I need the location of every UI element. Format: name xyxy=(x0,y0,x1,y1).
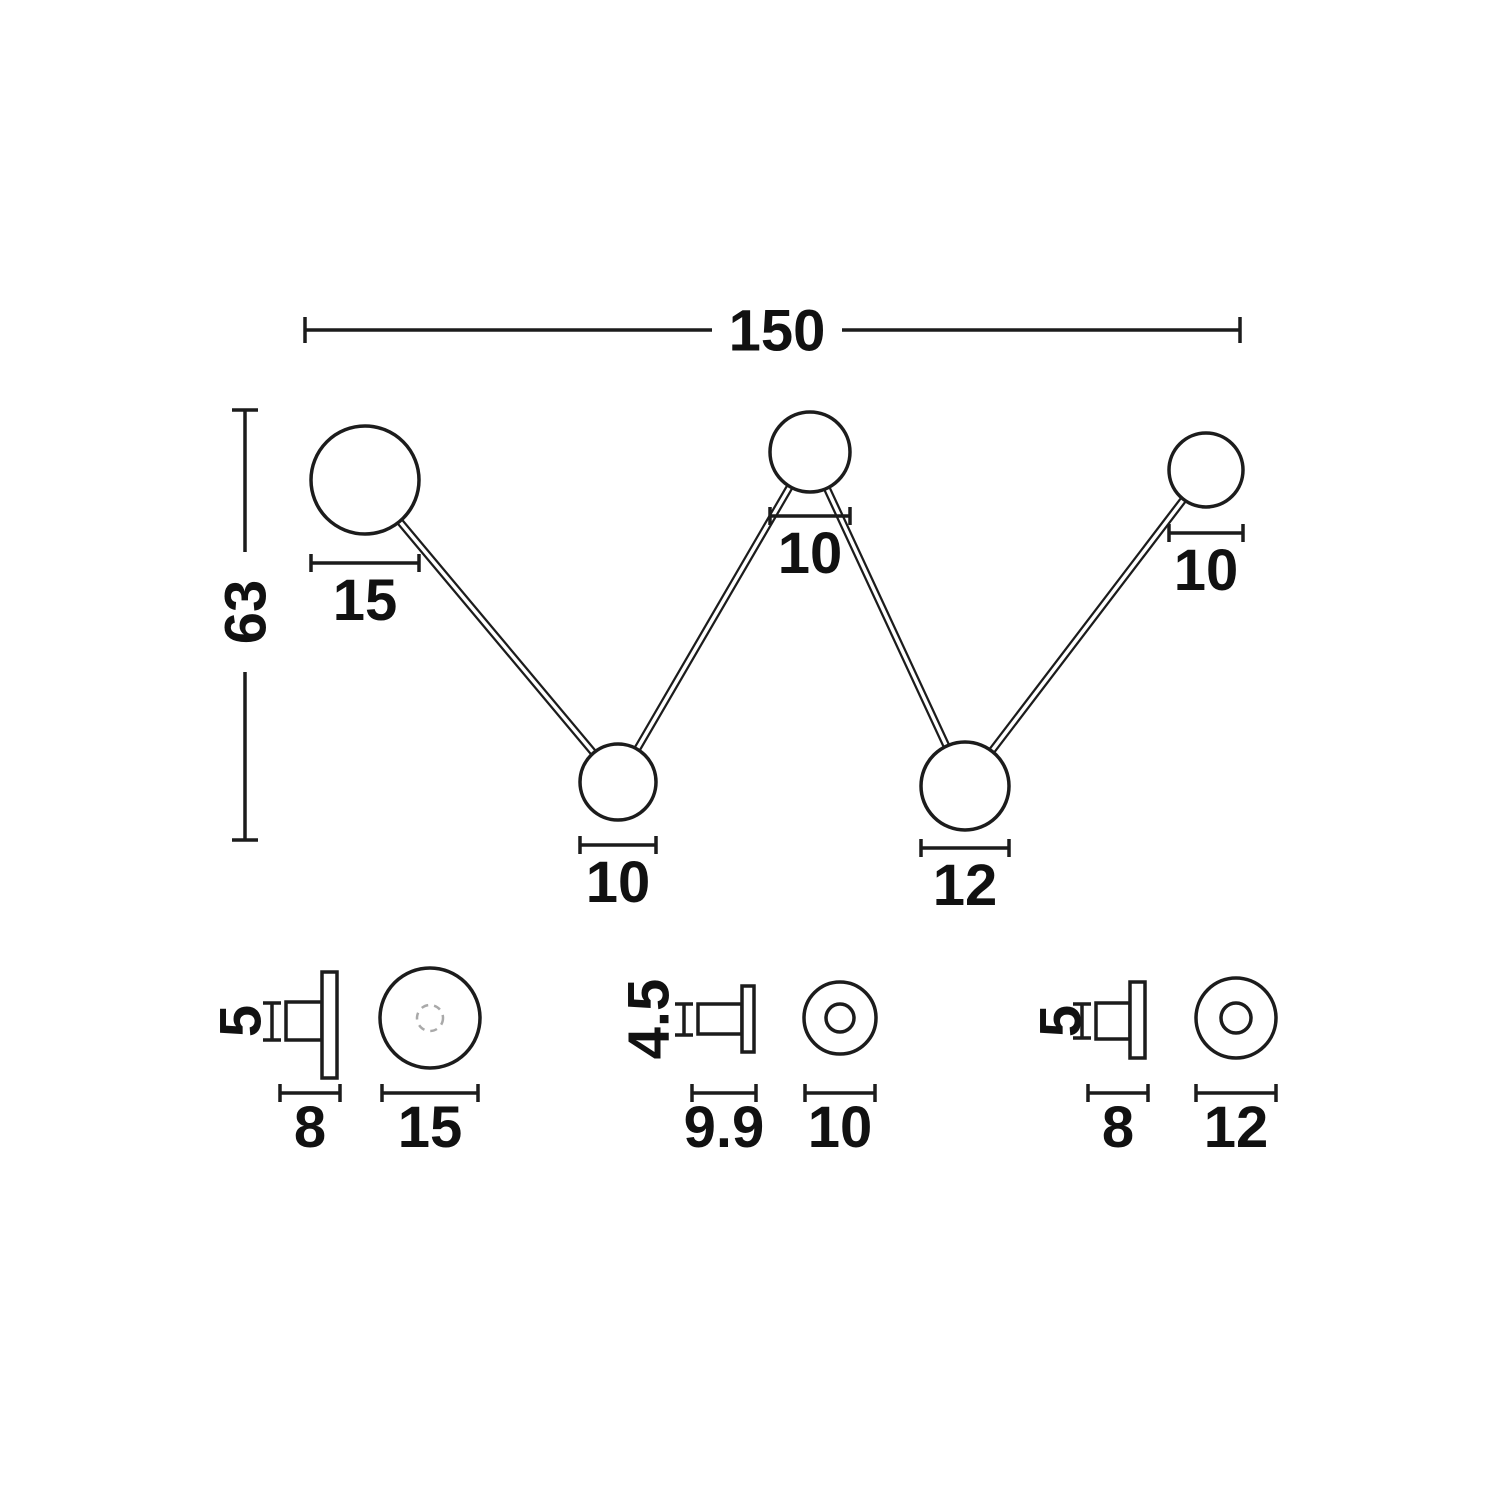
detail-view-3: 5 8 12 xyxy=(1028,976,1278,1160)
detail-view-2: 4.5 9.9 10 xyxy=(616,979,878,1160)
shade-5-diameter-label: 10 xyxy=(1174,538,1239,603)
connecting-rods xyxy=(361,449,1210,789)
detail-view-1: 5 8 15 xyxy=(208,966,482,1160)
detail-2-depth-label: 4.5 xyxy=(616,979,681,1060)
detail-2-base-width-label: 9.9 xyxy=(684,1095,765,1160)
lamp-shade-4 xyxy=(919,740,1011,832)
detail-1-front-view xyxy=(378,966,482,1070)
shade-4-diameter-label: 12 xyxy=(933,853,998,918)
detail-2-backplate xyxy=(740,984,756,1054)
overall-height-dimension: 63 xyxy=(213,408,278,842)
detail-1-backplate xyxy=(320,970,339,1080)
detail-3-center-hole xyxy=(1219,1001,1253,1035)
detail-1-stem xyxy=(284,1000,324,1042)
detail-3-backplate xyxy=(1128,980,1147,1060)
detail-2-diameter-label: 10 xyxy=(808,1095,873,1160)
lamp-shade-3 xyxy=(768,410,852,494)
shade-3-diameter-dimension: 10 xyxy=(768,507,852,586)
detail-1-base-width-label: 8 xyxy=(294,1095,326,1160)
shade-1-diameter-label: 15 xyxy=(333,568,398,633)
shade-2-diameter-label: 10 xyxy=(586,850,651,915)
overall-width-label: 150 xyxy=(729,298,826,363)
shade-4-diameter-dimension: 12 xyxy=(919,839,1011,918)
lamp-shade-2 xyxy=(578,742,658,822)
overall-width-dimension: 150 xyxy=(303,298,1242,363)
shade-5-diameter-dimension: 10 xyxy=(1167,524,1245,603)
detail-3-stem xyxy=(1094,1001,1132,1041)
lamp-shade-5 xyxy=(1167,431,1245,509)
overall-height-label: 63 xyxy=(213,580,278,645)
shade-2-diameter-dimension: 10 xyxy=(578,836,658,915)
lamp-shade-1 xyxy=(309,424,421,536)
detail-3-diameter-label: 12 xyxy=(1204,1095,1269,1160)
detail-1-depth-label: 5 xyxy=(208,1005,273,1037)
shade-1-diameter-dimension: 15 xyxy=(309,554,421,633)
shade-3-diameter-label: 10 xyxy=(778,521,843,586)
detail-2-center-hole xyxy=(824,1002,856,1034)
detail-1-hidden-center xyxy=(415,1003,445,1033)
detail-2-stem xyxy=(696,1002,744,1036)
detail-1-diameter-label: 15 xyxy=(398,1095,463,1160)
detail-3-base-width-label: 8 xyxy=(1102,1095,1134,1160)
lamp-arrangement xyxy=(309,410,1245,832)
